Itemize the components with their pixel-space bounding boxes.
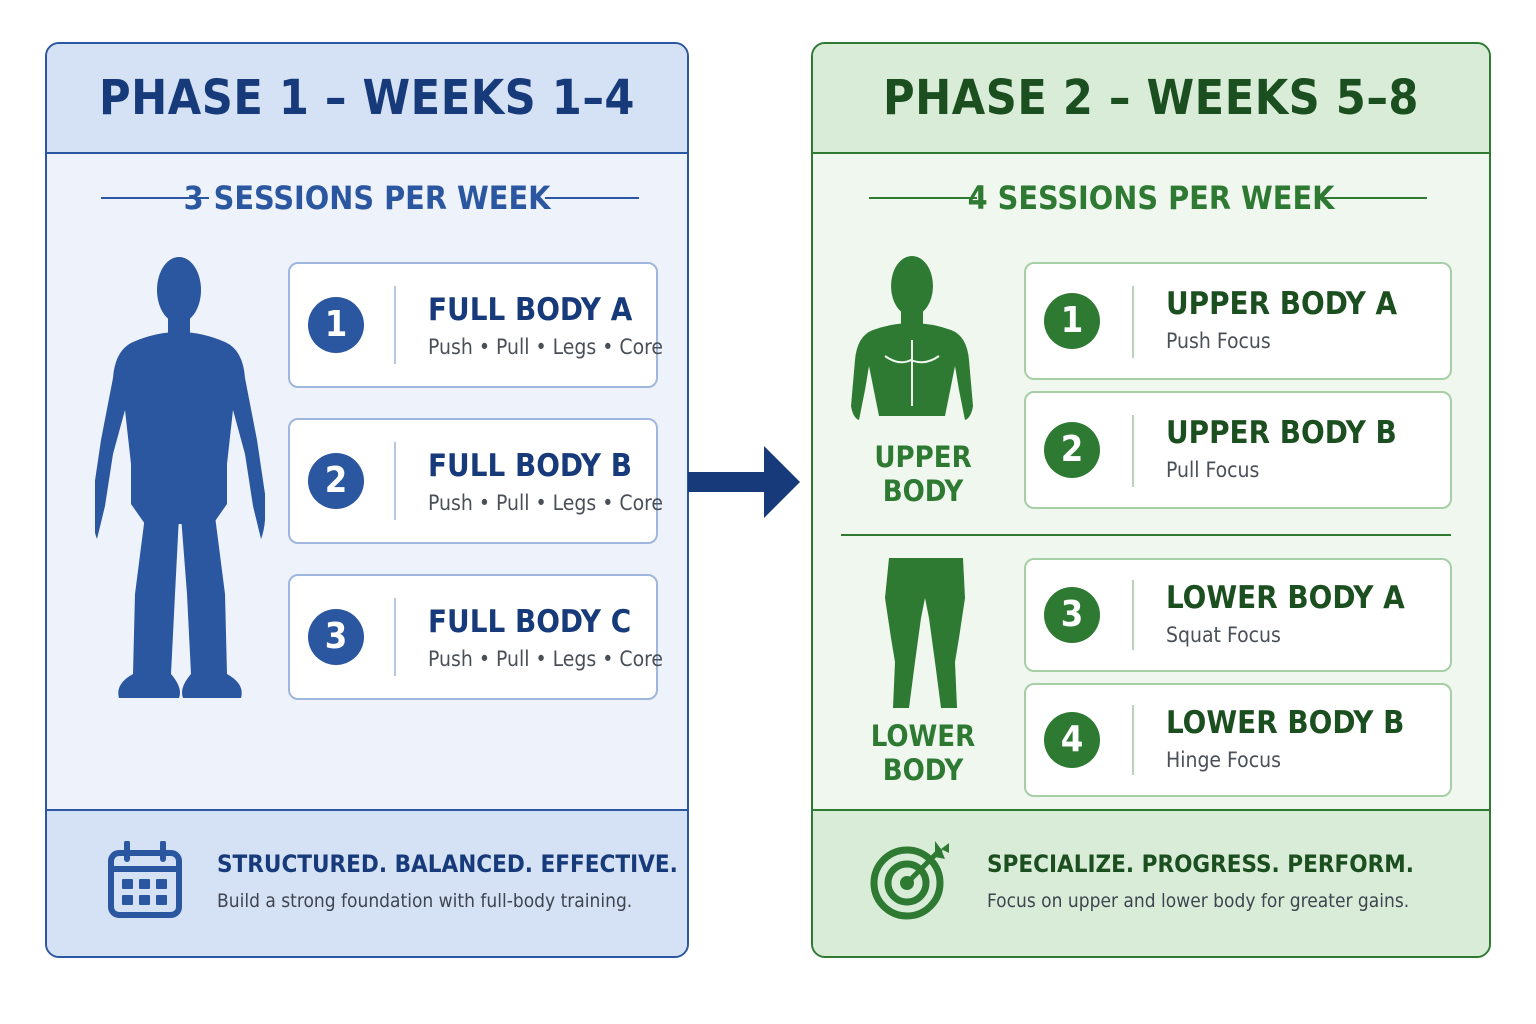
session-number-badge: 3 <box>1044 587 1100 643</box>
card-divider <box>1132 286 1134 358</box>
session-number-badge: 3 <box>308 609 364 665</box>
card-divider <box>1132 580 1134 650</box>
card-divider <box>394 442 396 520</box>
upper-body-torso-icon <box>851 256 973 420</box>
phase-1-tagline: STRUCTURED. BALANCED. EFFECTIVE. <box>217 850 678 878</box>
workout-title: LOWER BODY B <box>1166 705 1405 741</box>
card-divider <box>394 598 396 676</box>
sessions-rule-left <box>101 197 209 199</box>
card-divider <box>1132 705 1134 775</box>
workout-title: UPPER BODY B <box>1166 415 1397 451</box>
workout-card-3[interactable]: 3 LOWER BODY A Squat Focus <box>1024 558 1452 672</box>
upper-body-label-line-1: UPPER <box>874 440 972 474</box>
phase-1-sessions-row: 3 SESSIONS PER WEEK <box>47 178 687 218</box>
phase-2-description: Focus on upper and lower body for greate… <box>987 890 1410 912</box>
lower-body-legs-icon <box>885 558 965 708</box>
card-divider <box>1132 415 1134 487</box>
sessions-rule-left <box>869 197 977 199</box>
calendar-icon <box>108 841 182 918</box>
sessions-rule-right <box>545 197 639 199</box>
session-number-badge: 4 <box>1044 712 1100 768</box>
phase-2-panel: PHASE 2 – WEEKS 5–8 4 SESSIONS PER WEEK … <box>811 42 1491 958</box>
workout-card-2[interactable]: 2 FULL BODY B Push • Pull • Legs • Core <box>288 418 663 544</box>
target-icon <box>870 841 949 920</box>
right-arrow-icon <box>688 446 800 518</box>
workout-card-4[interactable]: 4 LOWER BODY B Hinge Focus <box>1024 683 1452 797</box>
lower-body-label: LOWER BODY <box>863 719 983 787</box>
workout-subtitle: Squat Focus <box>1166 623 1281 647</box>
workout-subtitle: Push Focus <box>1166 329 1271 353</box>
phase-1-sessions-label: 3 SESSIONS PER WEEK <box>183 179 551 217</box>
upper-lower-separator <box>841 534 1451 536</box>
workout-card-3[interactable]: 3 FULL BODY C Push • Pull • Legs • Core <box>288 574 663 700</box>
workout-subtitle: Hinge Focus <box>1166 748 1281 772</box>
phase-2-footer: SPECIALIZE. PROGRESS. PERFORM. Focus on … <box>813 809 1489 956</box>
workout-card-1[interactable]: 1 FULL BODY A Push • Pull • Legs • Core <box>288 262 663 388</box>
card-divider <box>394 286 396 364</box>
workout-card-2[interactable]: 2 UPPER BODY B Pull Focus <box>1024 391 1452 509</box>
workout-subtitle: Push • Pull • Legs • Core <box>428 647 664 671</box>
phase-2-title: PHASE 2 – WEEKS 5–8 <box>813 44 1489 154</box>
workout-title: UPPER BODY A <box>1166 286 1398 322</box>
workout-subtitle: Pull Focus <box>1166 458 1260 482</box>
workout-title: FULL BODY A <box>428 292 633 328</box>
phase-1-panel: PHASE 1 – WEEKS 1–4 3 SESSIONS PER WEEK … <box>45 42 689 958</box>
phase-1-title: PHASE 1 – WEEKS 1–4 <box>47 44 687 154</box>
session-number-badge: 2 <box>308 453 364 509</box>
session-number-badge: 1 <box>308 297 364 353</box>
workout-card-1[interactable]: 1 UPPER BODY A Push Focus <box>1024 262 1452 380</box>
lower-body-label-line-1: LOWER <box>870 719 976 753</box>
sessions-rule-right <box>1319 197 1427 199</box>
upper-body-label: UPPER BODY <box>863 440 983 508</box>
phase-1-description: Build a strong foundation with full-body… <box>217 890 633 912</box>
upper-body-label-line-2: BODY <box>882 474 964 508</box>
session-number-badge: 1 <box>1044 293 1100 349</box>
phase-2-sessions-label: 4 SESSIONS PER WEEK <box>967 179 1335 217</box>
phase-2-sessions-row: 4 SESSIONS PER WEEK <box>813 178 1489 218</box>
workout-title: FULL BODY C <box>428 604 632 640</box>
workout-title: LOWER BODY A <box>1166 580 1405 616</box>
workout-title: FULL BODY B <box>428 448 632 484</box>
workout-subtitle: Push • Pull • Legs • Core <box>428 491 664 515</box>
workout-subtitle: Push • Pull • Legs • Core <box>428 335 664 359</box>
session-number-badge: 2 <box>1044 422 1100 478</box>
phase-2-tagline: SPECIALIZE. PROGRESS. PERFORM. <box>987 850 1414 878</box>
lower-body-label-line-2: BODY <box>882 753 964 787</box>
phase-1-footer: STRUCTURED. BALANCED. EFFECTIVE. Build a… <box>47 809 687 956</box>
full-body-figure-icon <box>95 257 265 698</box>
